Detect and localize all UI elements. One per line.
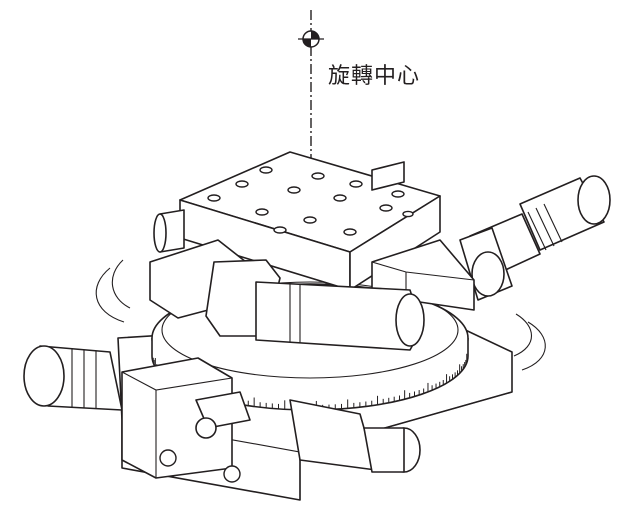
rear-right-knob <box>371 161 405 191</box>
front-micrometer <box>149 239 425 351</box>
front-clamp-block <box>121 357 251 483</box>
rotation-motion-marks <box>95 259 546 371</box>
right-micrometer <box>459 175 611 301</box>
mounting-holes <box>207 166 414 236</box>
front-right-knob <box>289 399 421 473</box>
rear-left-knob <box>153 209 185 253</box>
left-micrometer <box>23 345 123 411</box>
rotation-center-label: 旋轉中心 <box>328 64 421 89</box>
rotation-center-marker-icon <box>298 30 324 48</box>
